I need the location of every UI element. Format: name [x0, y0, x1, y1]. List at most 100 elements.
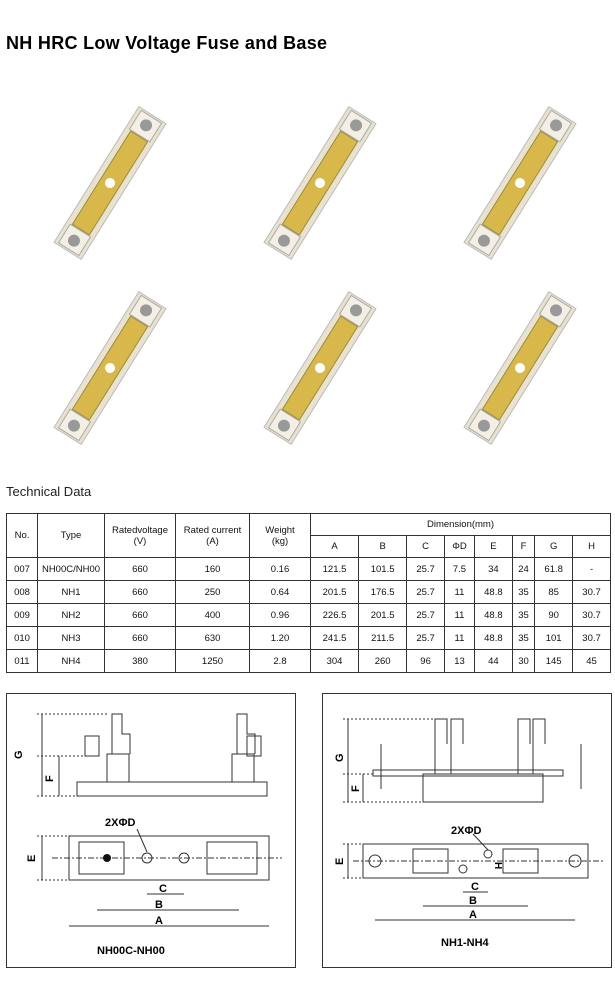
table-cell: 011 [6, 649, 38, 673]
table-cell: 010 [6, 626, 38, 650]
table-cell: 145 [534, 649, 574, 673]
diagram-nh1-nh4: G F E 2XΦD H C B A NH1-NH4 [322, 693, 612, 968]
technical-data-table: No. Type Ratedvoltage(V) Rated current(A… [6, 513, 611, 673]
table-cell: 30.7 [572, 603, 611, 627]
table-cell: 30 [511, 649, 536, 673]
col-dim: H [572, 535, 611, 558]
diagram-caption: NH1-NH4 [441, 937, 490, 949]
label-a: A [469, 909, 477, 921]
label-e: E [26, 855, 38, 862]
table-cell: 160 [175, 557, 250, 581]
table-cell: 25.7 [406, 580, 445, 604]
table-cell: 90 [534, 603, 574, 627]
col-dim: A [309, 535, 360, 558]
table-cell: 008 [6, 580, 38, 604]
table-cell: 260 [358, 649, 408, 673]
fuse-base-photo [20, 95, 200, 270]
table-cell: 201.5 [309, 580, 360, 604]
table-cell: 48.8 [473, 626, 513, 650]
table-cell: 25.7 [406, 626, 445, 650]
page-title: NH HRC Low Voltage Fuse and Base [6, 33, 328, 53]
col-voltage: Ratedvoltage(V) [104, 513, 176, 558]
table-cell: 7.5 [443, 557, 475, 581]
table-cell: 660 [104, 626, 176, 650]
table-cell: 1250 [175, 649, 250, 673]
label-d: 2XΦD [105, 817, 135, 829]
table-cell: 35 [511, 603, 536, 627]
label-g: G [13, 750, 25, 759]
table-cell: 250 [175, 580, 250, 604]
col-type: Type [37, 513, 105, 558]
table-cell: 226.5 [309, 603, 360, 627]
col-weight: Weight(kg) [249, 513, 311, 558]
table-cell: 61.8 [534, 557, 574, 581]
label-c: C [471, 881, 479, 893]
table-cell: 201.5 [358, 603, 408, 627]
table-cell: 34 [473, 557, 513, 581]
label-d: 2XΦD [451, 825, 481, 837]
table-cell: NH1 [37, 580, 105, 604]
table-cell: 11 [443, 603, 475, 627]
table-cell: 35 [511, 626, 536, 650]
table-cell: 25.7 [406, 557, 445, 581]
table-cell: 101 [534, 626, 574, 650]
table-cell: 660 [104, 603, 176, 627]
table-cell: 45 [572, 649, 611, 673]
nh1-drawing: G F E 2XΦD H C B A NH1-NH4 [334, 718, 603, 949]
table-cell: 009 [6, 603, 38, 627]
col-no: No. [6, 513, 38, 558]
diagram-nh00: G F E 2XΦD C B A NH00C-NH00 [6, 693, 296, 968]
label-h: H [492, 862, 503, 869]
col-dimension: Dimension(mm) [310, 513, 611, 536]
col-current: Rated current(A) [175, 513, 250, 558]
table-cell: NH3 [37, 626, 105, 650]
table-cell: NH2 [37, 603, 105, 627]
col-dim: B [358, 535, 408, 558]
nh00-drawing: G F E 2XΦD C B A NH00C-NH00 [13, 713, 282, 957]
label-g: G [334, 753, 346, 762]
table-cell: 1.20 [249, 626, 311, 650]
fuse-base-photo [430, 280, 610, 455]
table-cell: 11 [443, 626, 475, 650]
table-cell: NH4 [37, 649, 105, 673]
label-b: B [155, 899, 163, 911]
table-cell: 13 [443, 649, 475, 673]
table-cell: 101.5 [358, 557, 408, 581]
table-cell: 24 [511, 557, 536, 581]
table-cell: 241.5 [309, 626, 360, 650]
table-cell: 30.7 [572, 580, 611, 604]
table-cell: 007 [6, 557, 38, 581]
table-cell: 0.64 [249, 580, 311, 604]
table-cell: NH00C/NH00 [37, 557, 105, 581]
label-f: F [350, 785, 362, 792]
table-cell: 380 [104, 649, 176, 673]
table-cell: 304 [309, 649, 360, 673]
section-title: Technical Data [6, 484, 92, 499]
table-cell: 44 [473, 649, 513, 673]
col-dim: ΦD [443, 535, 475, 558]
table-cell: 660 [104, 580, 176, 604]
diagram-caption: NH00C-NH00 [97, 945, 165, 957]
label-e: E [334, 858, 346, 865]
table-cell: 211.5 [358, 626, 408, 650]
table-cell: 0.16 [249, 557, 311, 581]
table-cell: 11 [443, 580, 475, 604]
table-cell: - [572, 557, 611, 581]
label-b: B [469, 895, 477, 907]
table-cell: 121.5 [309, 557, 360, 581]
col-dim: C [406, 535, 445, 558]
fuse-base-photo [430, 95, 610, 270]
label-a: A [155, 915, 163, 927]
col-dim: F [511, 535, 536, 558]
table-cell: 400 [175, 603, 250, 627]
table-cell: 96 [406, 649, 445, 673]
fuse-base-photo [230, 95, 410, 270]
table-cell: 85 [534, 580, 574, 604]
table-cell: 630 [175, 626, 250, 650]
table-cell: 176.5 [358, 580, 408, 604]
